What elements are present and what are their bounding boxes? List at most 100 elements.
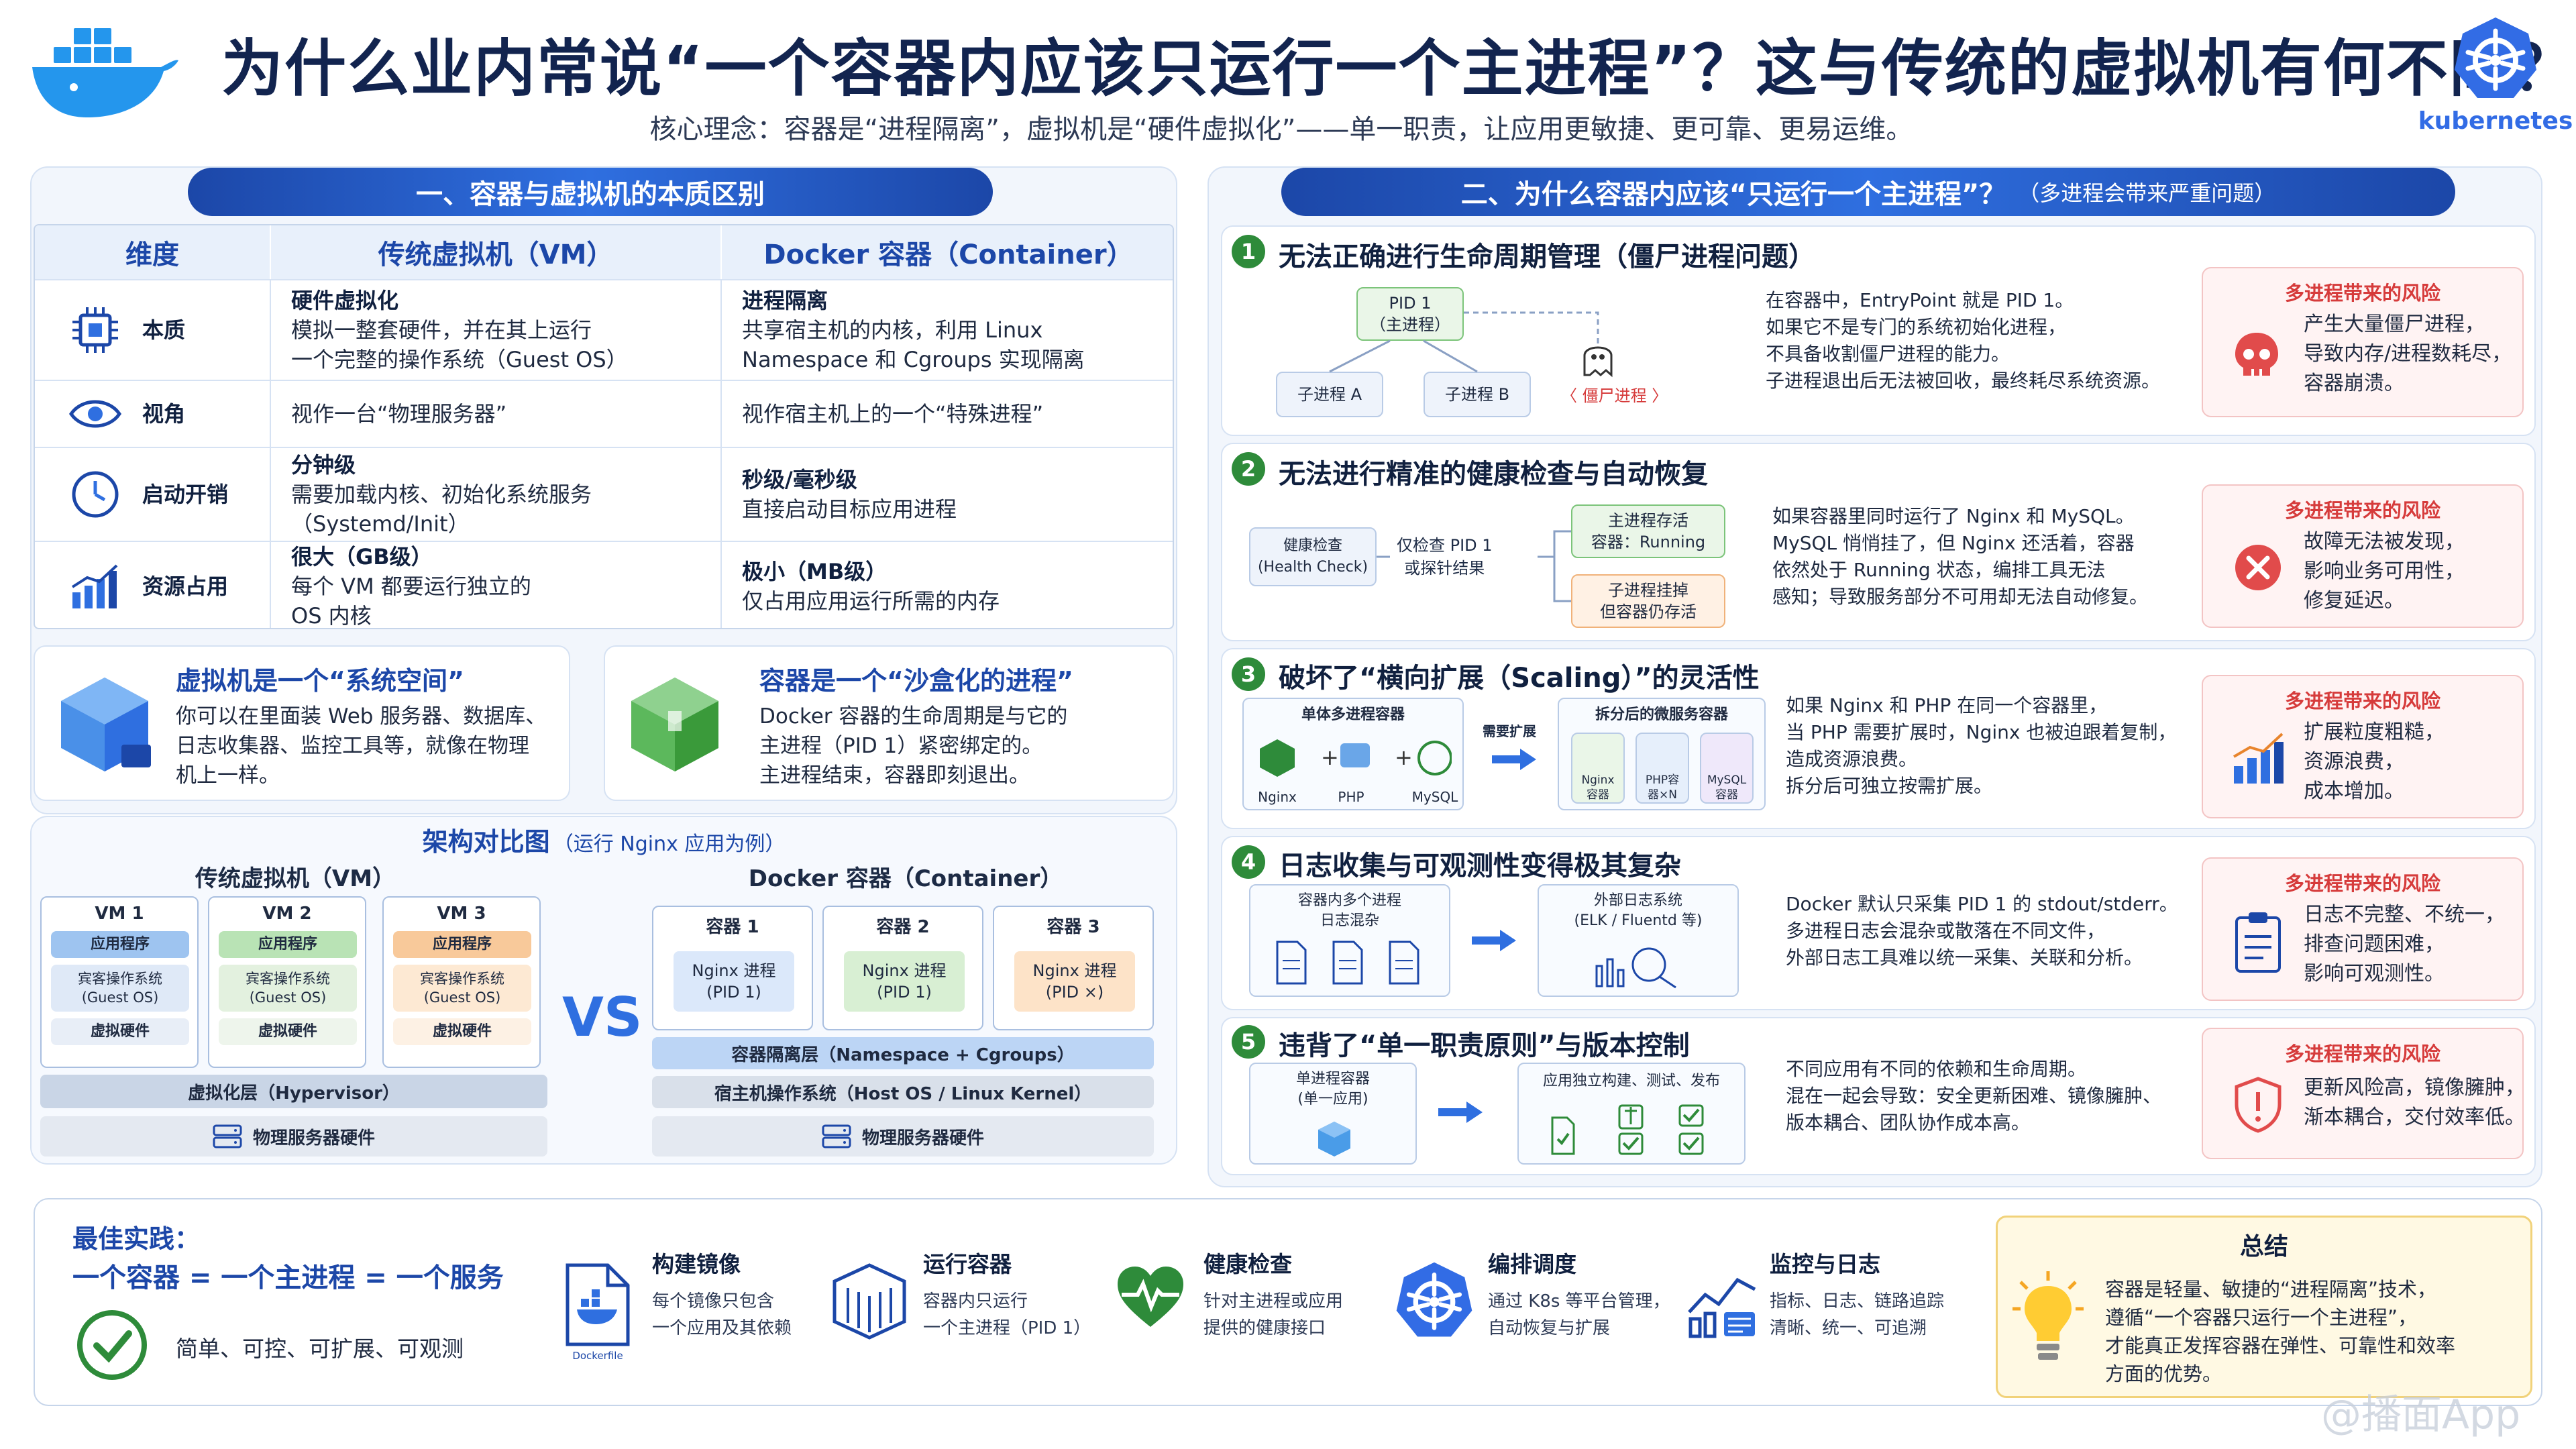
container-name: 容器 3 <box>1046 917 1100 937</box>
problem-item-5: 5 违背了“单一职责原则”与版本控制 单进程容器 (单一应用) 应用独立构建、测… <box>1221 1017 2536 1175</box>
monolith-container-box: 单体多进程容器 ++ Nginx PHP MySQL <box>1242 698 1464 810</box>
external-log-system-label: 外部日志系统 (ELK / Fluentd 等) <box>1574 892 1703 929</box>
risk-line: 渐本耦合，交付效率低。 <box>2304 1106 2525 1129</box>
step-number: 1 <box>1232 235 1265 268</box>
problem-title: 无法正确进行生命周期管理（僵尸进程问题） <box>1279 241 1815 272</box>
server-icon <box>822 1124 851 1148</box>
summary-title: 总结 <box>2239 1233 2288 1260</box>
container-concept-title: 容器是一个“沙盒化的进程” <box>759 666 1073 696</box>
summary-box: 总结 容器是轻量、敏捷的“进程隔离”技术， 遵循“一个容器只运行一个主进程”， … <box>1996 1216 2532 1398</box>
host-os-layer: 宿主机操作系统（Host OS / Linux Kernel） <box>652 1076 1154 1108</box>
independent-release-box: 应用独立构建、测试、发布 <box>1517 1063 1746 1165</box>
step-number: 2 <box>1232 452 1265 486</box>
server-icon <box>213 1124 242 1148</box>
best-practice-item-line: 通过 K8s 等平台管理， <box>1488 1291 1670 1311</box>
monolith-container-label: 单体多进程容器 <box>1301 706 1405 723</box>
summary-line: 方面的优势。 <box>2105 1362 2222 1385</box>
page-title: 为什么业内常说“一个容器内应该只运行一个主进程”？这与传统的虚拟机有何不同？ <box>221 33 2575 105</box>
container-cell-line: 共享宿主机的内核，利用 Linux <box>742 317 1043 343</box>
container-process: Nginx 进程 (PID 1) <box>844 951 965 1012</box>
container-physical-hardware-layer: 物理服务器硬件 <box>652 1116 1154 1157</box>
best-practice-item-line: 清晰、统一、可追溯 <box>1770 1318 1927 1338</box>
container-box: 容器 3 Nginx 进程 (PID ×) <box>993 906 1154 1030</box>
vm-app-layer: 应用程序 <box>51 931 189 958</box>
page-subtitle: 核心理念：容器是“进程隔离”，虚拟机是“硬件虚拟化”——单一职责，让应用更敏捷、… <box>649 114 1913 145</box>
best-practice-item: 监控与日志 指标、日志、链路追踪清晰、统一、可追溯 <box>1770 1246 1944 1342</box>
vm-cell-title: 分钟级 <box>291 452 356 478</box>
risk-box: 多进程带来的风险 故障无法被发现， 影响业务可用性， 修复延迟。 <box>2202 484 2524 628</box>
best-practice-item: 编排调度 通过 K8s 等平台管理，自动恢复与扩展 <box>1488 1246 1670 1342</box>
vm-app-layer: 应用程序 <box>393 931 531 958</box>
log-analysis-icon <box>1595 947 1676 989</box>
summary-line: 遵循“一个容器只运行一个主进程”， <box>2105 1306 2418 1329</box>
build-test-release-icons <box>1551 1104 1704 1155</box>
problem-title: 无法进行精准的健康检查与自动恢复 <box>1279 459 1708 490</box>
single-process-container-label: 单进程容器 (单一应用) <box>1295 1071 1370 1108</box>
container-name: 容器 1 <box>706 917 759 937</box>
container-cell-title: 极小（MB级） <box>742 559 888 584</box>
step-number: 4 <box>1232 845 1265 879</box>
problem-title: 违背了“单一职责原则”与版本控制 <box>1279 1030 1690 1061</box>
watermark: @播面App <box>2321 1391 2521 1438</box>
skull-icon <box>2235 333 2278 376</box>
risk-line: 资源浪费， <box>2304 750 2404 773</box>
service-label: MySQL <box>1411 789 1458 805</box>
table-header-vm: 传统虚拟机（VM） <box>271 225 720 279</box>
split-container-label: PHP容 器×N <box>1645 773 1680 802</box>
vm-app-layer: 应用程序 <box>219 931 357 958</box>
cube-icon <box>1318 1122 1350 1157</box>
container-cell-title: 秒级/毫秒级 <box>742 467 857 492</box>
best-practice-item-line: 一个应用及其依赖 <box>652 1318 792 1338</box>
problem-desc-line: 如果 Nginx 和 PHP 在同一个容器里， <box>1786 694 2108 716</box>
microservice-containers-label: 拆分后的微服务容器 <box>1595 706 1728 723</box>
problem-desc-line: 不同应用有不同的依赖和生命周期。 <box>1786 1058 2087 1080</box>
right-section-title: 二、为什么容器内应该“只运行一个主进程”？（多进程会带来严重问题） <box>1281 168 2455 216</box>
vm-cell-line: 需要加载内核、初始化系统服务 <box>291 482 592 507</box>
container-concept-line: 主进程结束，容器即刻退出。 <box>759 763 1030 788</box>
best-practice-item-line: 每个镜像只包含 <box>652 1291 775 1311</box>
problem-desc-line: 外部日志工具难以统一采集、关联和分析。 <box>1786 947 2143 969</box>
problem-desc-line: 不具备收割僵尸进程的能力。 <box>1766 343 2010 365</box>
problem-item-4: 4 日志收集与可观测性变得极其复杂 容器内多个进程 日志混杂 外部日志系统 (E… <box>1221 836 2536 1010</box>
vm-cell-line: 一个完整的操作系统（Guest OS） <box>291 347 628 372</box>
vm-box: VM 2 应用程序 宾客操作系统 (Guest OS) 虚拟硬件 <box>208 896 366 1068</box>
health-check-scope: 仅检查 PID 1 或探针结果 <box>1397 536 1493 578</box>
kubernetes-label: kubernetes <box>2418 107 2573 135</box>
scaling-chart-icon <box>2233 733 2284 784</box>
container-concept-line: 主进程（PID 1）紧密绑定的。 <box>759 734 1043 758</box>
left-section-title: 一、容器与虚拟机的本质区别 <box>188 168 993 216</box>
container-physical-hardware-label: 物理服务器硬件 <box>861 1128 984 1148</box>
container-name: 容器 2 <box>876 917 930 937</box>
dimension-label: 视角 <box>142 401 186 427</box>
container-isolation-layer: 容器隔离层（Namespace + Cgroups） <box>652 1037 1154 1069</box>
independent-release-label: 应用独立构建、测试、发布 <box>1542 1073 1720 1089</box>
vm-cell-line: 每个 VM 都要运行独立的 <box>291 574 531 599</box>
zombie-process-label: 〈 僵尸进程 〉 <box>1561 386 1668 405</box>
microservice-containers-box: 拆分后的微服务容器 Nginx 容器 PHP容 器×N MySQL 容器 <box>1558 698 1766 810</box>
health-check-box: 健康检查 (Health Check) <box>1249 527 1377 586</box>
risk-title: 多进程带来的风险 <box>2284 690 2440 712</box>
step-number: 3 <box>1232 657 1265 691</box>
problem-desc-line: 多进程日志会混杂或散落在不同文件， <box>1786 920 2106 942</box>
single-process-container-box: 单进程容器 (单一应用) <box>1249 1063 1417 1165</box>
child-process-a: 子进程 A <box>1276 372 1383 417</box>
step-number: 5 <box>1232 1025 1265 1059</box>
problem-title: 日志收集与可观测性变得极其复杂 <box>1279 851 1681 881</box>
vm-os-layer: 宾客操作系统 (Guest OS) <box>51 965 189 1012</box>
pid1-box: PID 1 （主进程） <box>1356 287 1464 341</box>
table-header-dimension: 维度 <box>35 225 270 279</box>
best-practice-item: 构建镜像 每个镜像只包含一个应用及其依赖 <box>652 1246 792 1342</box>
risk-title: 多进程带来的风险 <box>2284 872 2440 895</box>
container-box: 容器 1 Nginx 进程 (PID 1) <box>652 906 813 1030</box>
problem-desc-line: 如果容器里同时运行了 Nginx 和 MySQL。 <box>1772 505 2135 527</box>
vm-cell-text: 视作一台“物理服务器” <box>291 401 507 427</box>
problem-desc-line: 子进程退出后无法被回收，最终耗尽系统资源。 <box>1766 370 2161 392</box>
container-concept-line: Docker 容器的生命周期是与它的 <box>759 704 1068 729</box>
kubernetes-helm-icon <box>1396 1262 1472 1337</box>
best-practice-item-line: 自动恢复与扩展 <box>1488 1318 1611 1338</box>
eye-icon <box>68 400 122 428</box>
container-box: 容器 2 Nginx 进程 (PID 1) <box>822 906 983 1030</box>
container-cell-line: 仅占用应用运行所需的内存 <box>742 588 1000 614</box>
problem-item-2: 2 无法进行精准的健康检查与自动恢复 健康检查 (Health Check) 仅… <box>1221 443 2536 641</box>
table-row: 资源占用 很大（GB级） 每个 VM 都要运行独立的 OS 内核 极小（MB级）… <box>35 541 1173 628</box>
